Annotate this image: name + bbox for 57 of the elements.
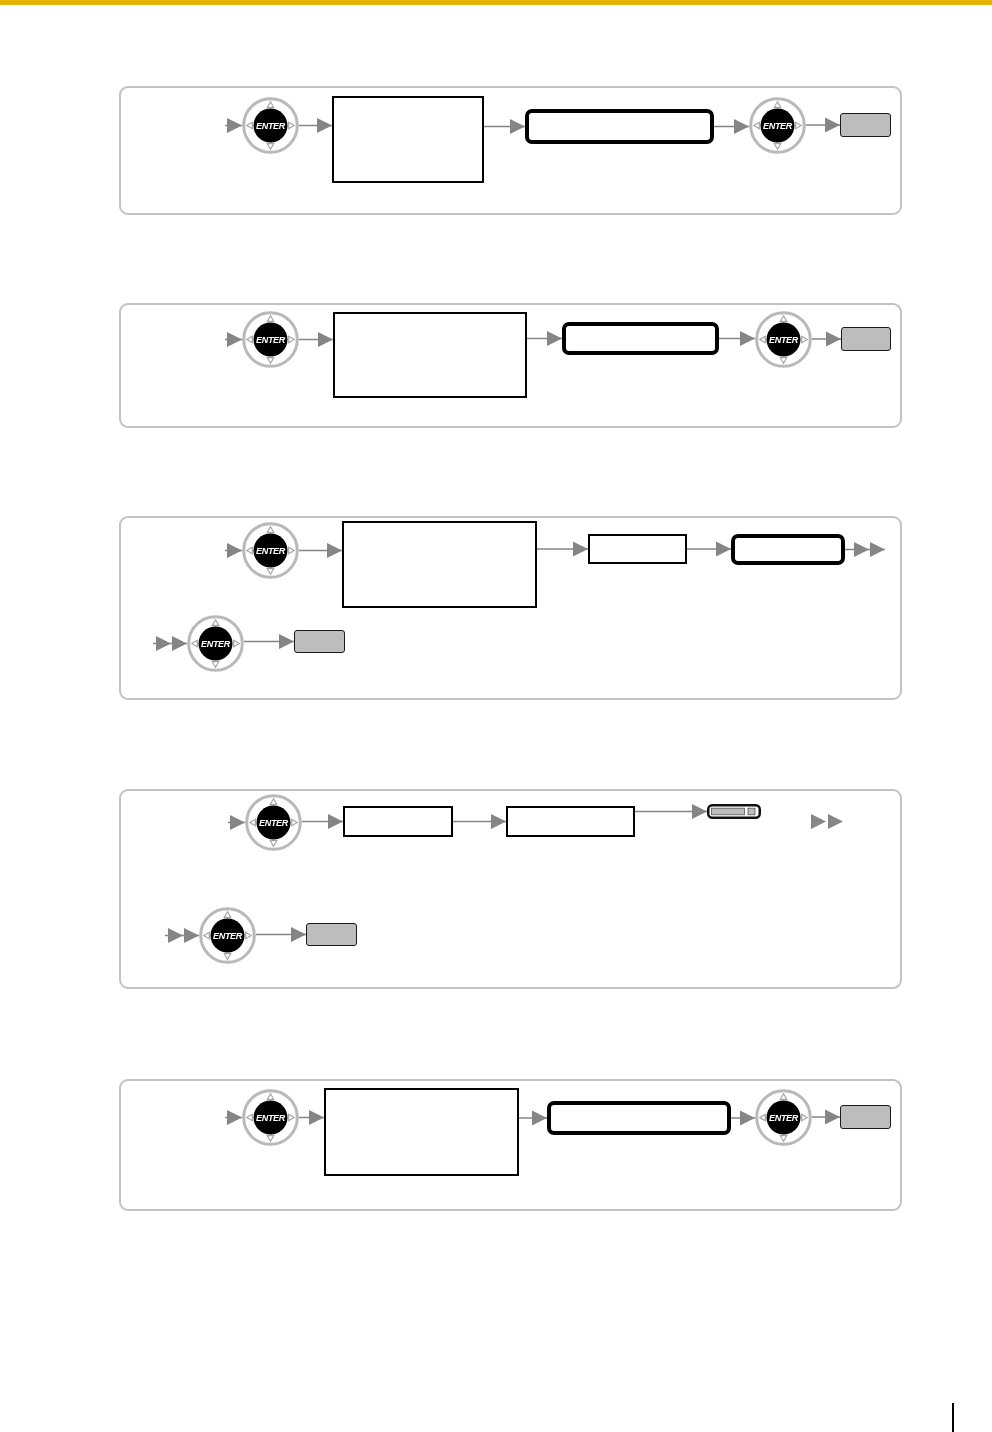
arrow — [224, 332, 243, 347]
arrow — [730, 1110, 756, 1126]
step-panel — [119, 86, 902, 215]
arrow — [811, 331, 842, 347]
arrow — [452, 814, 507, 829]
arrow — [224, 1110, 243, 1125]
blank-box — [333, 312, 527, 398]
key-button — [841, 327, 891, 351]
rounded-box — [525, 109, 714, 144]
arrow — [243, 634, 295, 649]
rounded-box — [547, 1101, 731, 1135]
key-button — [840, 113, 891, 137]
navigator-key: ENTER — [242, 522, 299, 579]
arrow — [224, 543, 243, 558]
navigator-key: ENTER — [242, 1089, 299, 1146]
step-panel — [119, 516, 902, 700]
arrow — [483, 119, 526, 134]
navigator-key: ENTER — [755, 1089, 812, 1146]
navigator-key: ENTER — [755, 311, 812, 368]
arrow — [298, 118, 333, 133]
blank-box — [506, 806, 635, 837]
rounded-box — [731, 534, 845, 565]
navigator-key: ENTER — [242, 311, 299, 368]
arrow — [298, 1110, 325, 1125]
arrow — [805, 117, 841, 133]
arrow — [518, 1110, 548, 1126]
arrow — [301, 814, 344, 829]
arrow — [298, 543, 343, 558]
arrow — [718, 331, 756, 346]
arrow — [526, 331, 563, 346]
navigator-key: ENTER — [199, 907, 256, 964]
rounded-box — [562, 322, 719, 355]
key-button — [840, 1105, 891, 1129]
step-panel — [119, 303, 902, 428]
arrow — [713, 119, 750, 134]
navigator-key: ENTER — [187, 615, 244, 672]
arrow — [536, 541, 589, 557]
blank-box — [324, 1088, 519, 1176]
arrow — [686, 541, 732, 557]
step-panel — [119, 1079, 902, 1211]
arrow — [811, 1109, 841, 1125]
arrow — [224, 118, 243, 133]
step-panel — [119, 789, 902, 989]
navigator-key: ENTER — [242, 97, 299, 154]
bar-key — [707, 804, 761, 819]
key-button — [306, 923, 357, 946]
arrow — [255, 927, 307, 942]
blank-box — [343, 806, 453, 837]
blank-box — [588, 534, 687, 564]
arrow — [634, 804, 708, 819]
navigator-key: ENTER — [749, 97, 806, 154]
arrow — [298, 332, 334, 347]
blank-box — [342, 521, 537, 608]
arrow — [227, 815, 246, 830]
blank-box — [332, 96, 484, 183]
key-button — [294, 630, 345, 653]
navigator-key: ENTER — [245, 794, 302, 851]
